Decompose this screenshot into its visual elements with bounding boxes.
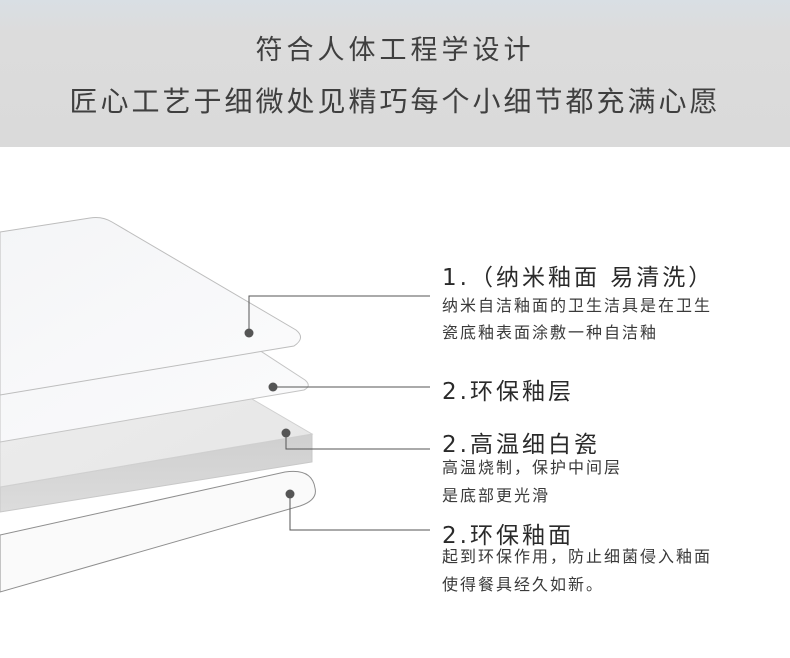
- top-nano-glaze-layer: [0, 217, 301, 396]
- callout-1-desc-line2: 瓷底釉表面涂敷一种自洁釉: [442, 323, 659, 342]
- leader-line-4: [289, 494, 430, 531]
- marker-dot-4: [285, 489, 295, 499]
- callout-3-desc-line2: 是底部更光滑: [442, 486, 551, 505]
- marker-dot-1: [244, 328, 254, 338]
- callout-4-desc-line1: 起到环保作用，防止细菌侵入釉面: [442, 547, 713, 566]
- banner-subheading: 匠心工艺于细微处见精巧每个小细节都充满心愿: [69, 85, 721, 118]
- callout-1-title: 1.（纳米釉面 易清洗）: [442, 265, 715, 291]
- marker-dot-3: [281, 428, 291, 438]
- marker-dot-2: [268, 382, 278, 392]
- callout-4-title: 2.环保釉面: [442, 523, 574, 549]
- banner-heading: 符合人体工程学设计: [255, 35, 535, 66]
- callout-3-title: 2.高温细白瓷: [442, 432, 600, 458]
- callout-3-desc-line1: 高温烧制，保护中间层: [442, 458, 623, 477]
- leader-line-3: [285, 433, 430, 450]
- leader-line-1: [248, 295, 430, 333]
- callout-4-desc-line2: 使得餐具经久如新。: [442, 575, 605, 594]
- bottom-glaze-layer: [0, 470, 316, 593]
- callout-1-desc-line1: 纳米自洁釉面的卫生洁具是在卫生: [442, 296, 713, 315]
- callout-2-title: 2.环保釉层: [442, 379, 574, 405]
- header-banner: 符合人体工程学设计 匠心工艺于细微处见精巧每个小细节都充满心愿: [0, 0, 790, 147]
